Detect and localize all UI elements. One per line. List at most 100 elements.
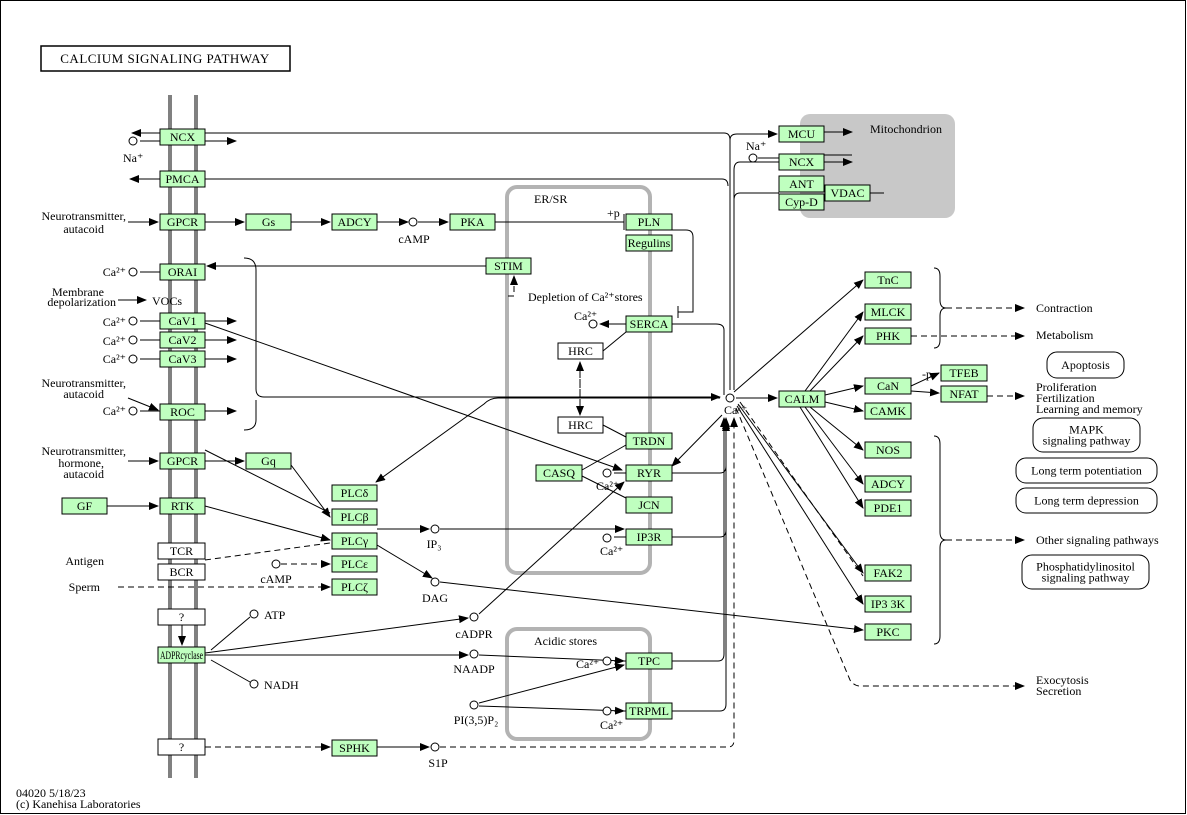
gene-plcz[interactable]: PLCζ <box>331 578 378 596</box>
gene-sphk[interactable]: SPHK <box>331 739 378 757</box>
compound-ca-center[interactable] <box>725 393 735 403</box>
label-na-mito-lbl: Na⁺ <box>746 139 766 153</box>
gene-gq[interactable]: Gq <box>245 452 292 470</box>
map-label: signaling pathway <box>1043 434 1131 448</box>
gene-nos[interactable]: NOS <box>864 441 912 459</box>
gene-pde1[interactable]: PDE1 <box>864 499 912 517</box>
gene-pkc[interactable]: PKC <box>864 623 912 641</box>
gene-plcd[interactable]: PLCδ <box>331 484 378 502</box>
compound-ca-cav1[interactable] <box>128 316 138 326</box>
compound-camp2[interactable] <box>271 559 281 569</box>
gene-mlck[interactable]: MLCK <box>864 303 912 321</box>
gene-label: MCU <box>788 127 816 141</box>
compound-ca-cav2[interactable] <box>128 335 138 345</box>
gene-adprcyclase[interactable]: ADPRcyclase <box>157 646 206 664</box>
gene-pmca[interactable]: PMCA <box>159 170 206 188</box>
gene-ncx[interactable]: NCX <box>159 128 206 146</box>
gene-trpml[interactable]: TRPML <box>625 702 673 720</box>
gene-tnc[interactable]: TnC <box>864 271 912 289</box>
map-ltd[interactable]: Long term depression <box>1015 487 1158 514</box>
gene-fak2[interactable]: FAK2 <box>864 564 912 582</box>
gene-ryr[interactable]: RYR <box>625 464 673 482</box>
gene-pln[interactable]: PLN <box>625 213 673 231</box>
gene-cav1[interactable]: CaV1 <box>159 312 206 330</box>
gene-jcn[interactable]: JCN <box>625 496 673 514</box>
gene-label: RYR <box>637 466 661 480</box>
gene-label: ANT <box>789 177 814 191</box>
gene-gf[interactable]: GF <box>61 497 108 515</box>
gene-rtk[interactable]: RTK <box>159 497 206 515</box>
compound-pip2[interactable] <box>469 700 479 710</box>
map-ltp[interactable]: Long term potentiation <box>1015 457 1158 484</box>
compound-na-mito[interactable] <box>748 153 758 163</box>
gene-stim[interactable]: STIM <box>485 257 532 275</box>
gene-ncxm[interactable]: NCX <box>778 153 825 171</box>
gene-roc[interactable]: ROC <box>159 403 206 421</box>
compound-dag[interactable] <box>430 577 440 587</box>
gene-mcu[interactable]: MCU <box>778 125 825 143</box>
gene-label: NOS <box>876 443 900 457</box>
gene-gs[interactable]: Gs <box>245 213 292 231</box>
compound-atp[interactable] <box>249 609 259 619</box>
gene-can[interactable]: CaN <box>864 377 912 395</box>
compound-ca-orai[interactable] <box>128 267 138 277</box>
gene-label: PLCβ <box>340 510 368 524</box>
gene-regulins[interactable]: Regulins <box>625 234 673 252</box>
compound-ca-roc[interactable] <box>128 406 138 416</box>
gene-plce[interactable]: PLCε <box>331 555 378 573</box>
compound-camp1[interactable] <box>408 217 418 227</box>
gene-gpcr2[interactable]: GPCR <box>159 452 206 470</box>
compound-ca-ip3r[interactable] <box>602 533 612 543</box>
gene-pka[interactable]: PKA <box>449 213 496 231</box>
compound-naadp[interactable] <box>469 649 479 659</box>
gene-calm[interactable]: CALM <box>778 390 826 408</box>
svg-text:CALCIUM SIGNALING PATHWAY: CALCIUM SIGNALING PATHWAY <box>60 51 270 66</box>
gene-orai[interactable]: ORAI <box>159 263 206 281</box>
label-memb2: depolarization <box>47 295 116 309</box>
gene-label: CaV3 <box>169 352 197 366</box>
gene-label: Regulins <box>628 236 671 250</box>
compound-cadpr[interactable] <box>469 612 479 622</box>
gene-tpc[interactable]: TPC <box>625 652 673 670</box>
compound-ca-ryr[interactable] <box>602 468 612 478</box>
gene-plcg[interactable]: PLCγ <box>331 532 378 550</box>
mitochondrion-label: Mitochondrion <box>870 122 942 136</box>
gene-adcy1[interactable]: ADCY <box>331 213 378 231</box>
gene-cypd[interactable]: Cyp-D <box>778 193 825 211</box>
gene-camk[interactable]: CAMK <box>864 402 912 420</box>
gene-ip3r[interactable]: IP3R <box>625 528 673 546</box>
gene-cav3[interactable]: CaV3 <box>159 350 206 368</box>
label-nt3b: hormone, <box>58 456 104 470</box>
gene-ip3k[interactable]: IP3 3K <box>864 595 912 613</box>
gene-serca[interactable]: SERCA <box>625 315 673 333</box>
compound-s1p[interactable] <box>430 742 440 752</box>
gene-plcb[interactable]: PLCβ <box>331 508 378 526</box>
compound-ca-trpml[interactable] <box>602 706 612 716</box>
gene-tfeb[interactable]: TFEB <box>940 364 988 382</box>
gene-nfat[interactable]: NFAT <box>940 385 988 403</box>
gene-cav2[interactable]: CaV2 <box>159 331 206 349</box>
compound-nadh[interactable] <box>249 679 259 689</box>
gene-trdn[interactable]: TRDN <box>625 432 673 450</box>
compound-ca-serca[interactable] <box>588 319 598 329</box>
compound-na[interactable] <box>128 136 138 146</box>
gene-phk[interactable]: PHK <box>864 327 912 345</box>
gene-adcy2[interactable]: ADCY <box>864 475 912 493</box>
gene-gpcr1[interactable]: GPCR <box>159 213 206 231</box>
gene-label: STIM <box>494 259 523 273</box>
label-s1p-lbl: S1P <box>428 756 448 770</box>
map-apoptosis[interactable]: Apoptosis <box>1046 351 1125 379</box>
compound-ip3[interactable] <box>430 524 440 534</box>
gene-ant[interactable]: ANT <box>778 175 825 193</box>
er-sr-label: ER/SR <box>534 192 567 206</box>
compound-ca-tpc[interactable] <box>602 656 612 666</box>
compound-ca-cav3[interactable] <box>128 354 138 364</box>
gene-casq[interactable]: CASQ <box>535 464 583 482</box>
gene-vdac[interactable]: VDAC <box>824 184 871 202</box>
gene-label: TFEB <box>949 366 978 380</box>
gene-label: PDE1 <box>874 501 903 515</box>
